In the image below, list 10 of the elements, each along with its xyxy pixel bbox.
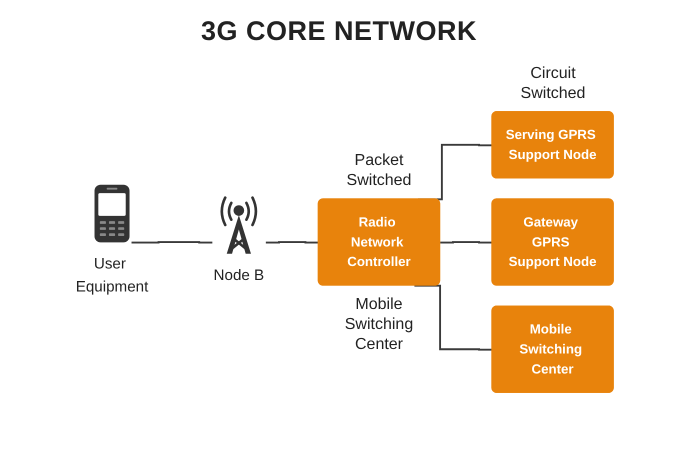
- node-label: Node B: [214, 268, 264, 284]
- connector: [132, 241, 213, 244]
- connector: [266, 241, 319, 244]
- connector: [440, 241, 492, 244]
- section-label: Packet Switched: [346, 151, 412, 191]
- section-label: Circuit Switched: [520, 64, 586, 104]
- connector: [414, 284, 492, 351]
- section-label: Mobile Switching Center: [344, 295, 414, 355]
- title: 3G CORE NETWORK: [200, 16, 477, 47]
- node-label: User Equipment: [76, 256, 148, 296]
